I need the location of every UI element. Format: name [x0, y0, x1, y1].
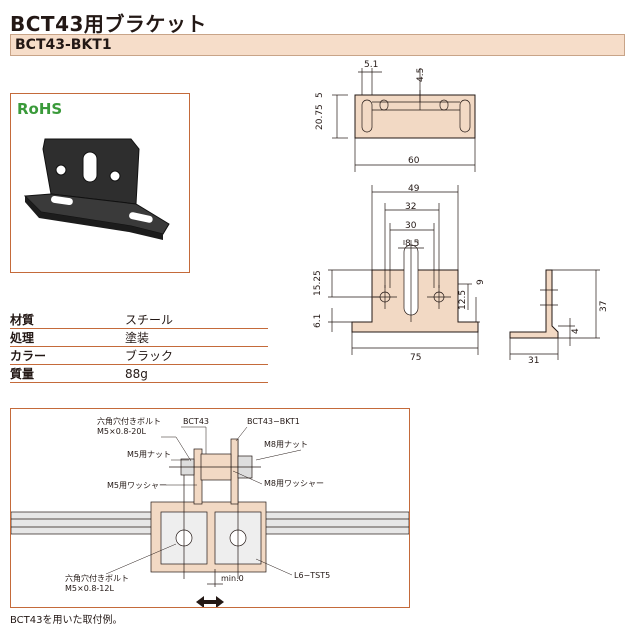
label-m5-nut: M5用ナット — [127, 450, 171, 459]
dim-4-5: 4.5 — [416, 68, 426, 82]
spec-row-finish: 処理塗装 — [10, 328, 268, 347]
spec-label: カラー — [10, 346, 125, 365]
spec-value: スチール — [125, 311, 268, 329]
label-m8-nut: M8用ナット — [264, 440, 308, 449]
dim-20-75: 20.75 — [315, 104, 325, 130]
dim-4: 4 — [571, 328, 581, 334]
technical-drawing: 5.1 4.5 20.75 5 60 49 32 30 8.5 15.25 6.… — [313, 60, 609, 365]
dim-32: 32 — [405, 202, 416, 212]
label-m5-washer: M5用ワッシャー — [107, 481, 167, 490]
mounting-example-drawing: 六角穴付きボルト M5×0.8-20L BCT43 BCT43−BKT1 M5用… — [11, 416, 409, 607]
label-m8-washer: M8用ワッシャー — [264, 479, 324, 488]
label-tst5: L6−TST5 — [294, 571, 330, 580]
dim-9: 9 — [476, 279, 486, 285]
dim-75: 75 — [410, 353, 421, 363]
product-photo: RoHS — [17, 100, 170, 240]
part-number-bar: BCT43-BKT1 — [10, 34, 625, 56]
example-caption: BCT43を用いた取付例。 — [10, 615, 123, 626]
spec-row-material: 材質スチール — [10, 311, 268, 329]
spec-label: 質量 — [10, 364, 125, 383]
dim-30: 30 — [405, 221, 417, 231]
spec-value: ブラック — [125, 346, 268, 365]
label-bkt1: BCT43−BKT1 — [247, 417, 300, 426]
dim-5-1: 5.1 — [364, 60, 378, 70]
spec-label: 材質 — [10, 311, 125, 329]
page-title: BCT43用ブラケット — [10, 12, 207, 36]
spec-row-color: カラーブラック — [10, 346, 268, 365]
dim-12-5: 12.5 — [458, 290, 468, 310]
product-photo-panel: RoHS — [10, 93, 190, 273]
label-bolt-20-size: M5×0.8-20L — [97, 427, 146, 436]
dim-8-5: 8.5 — [405, 239, 419, 249]
label-bct43: BCT43 — [183, 417, 209, 426]
rohs-logo: RoHS — [17, 100, 62, 118]
dim-37: 37 — [599, 301, 609, 312]
label-bolt-12-size: M5×0.8-12L — [65, 584, 114, 593]
label-bolt-12: 六角穴付きボルト — [65, 573, 129, 583]
label-min-0: min.0 — [221, 574, 244, 583]
spec-value: 88g — [125, 364, 268, 383]
dim-6-1: 6.1 — [313, 314, 323, 328]
mounting-example-panel: 六角穴付きボルト M5×0.8-20L BCT43 BCT43−BKT1 M5用… — [10, 408, 410, 608]
spec-label: 処理 — [10, 328, 125, 347]
dim-31: 31 — [528, 356, 539, 365]
dim-49: 49 — [408, 184, 420, 194]
label-bolt-20: 六角穴付きボルト — [97, 416, 161, 426]
dim-15-25: 15.25 — [313, 270, 323, 296]
part-number: BCT43-BKT1 — [15, 37, 112, 53]
dim-5: 5 — [315, 92, 325, 98]
spec-value: 塗装 — [125, 328, 268, 347]
dim-60: 60 — [408, 156, 420, 166]
